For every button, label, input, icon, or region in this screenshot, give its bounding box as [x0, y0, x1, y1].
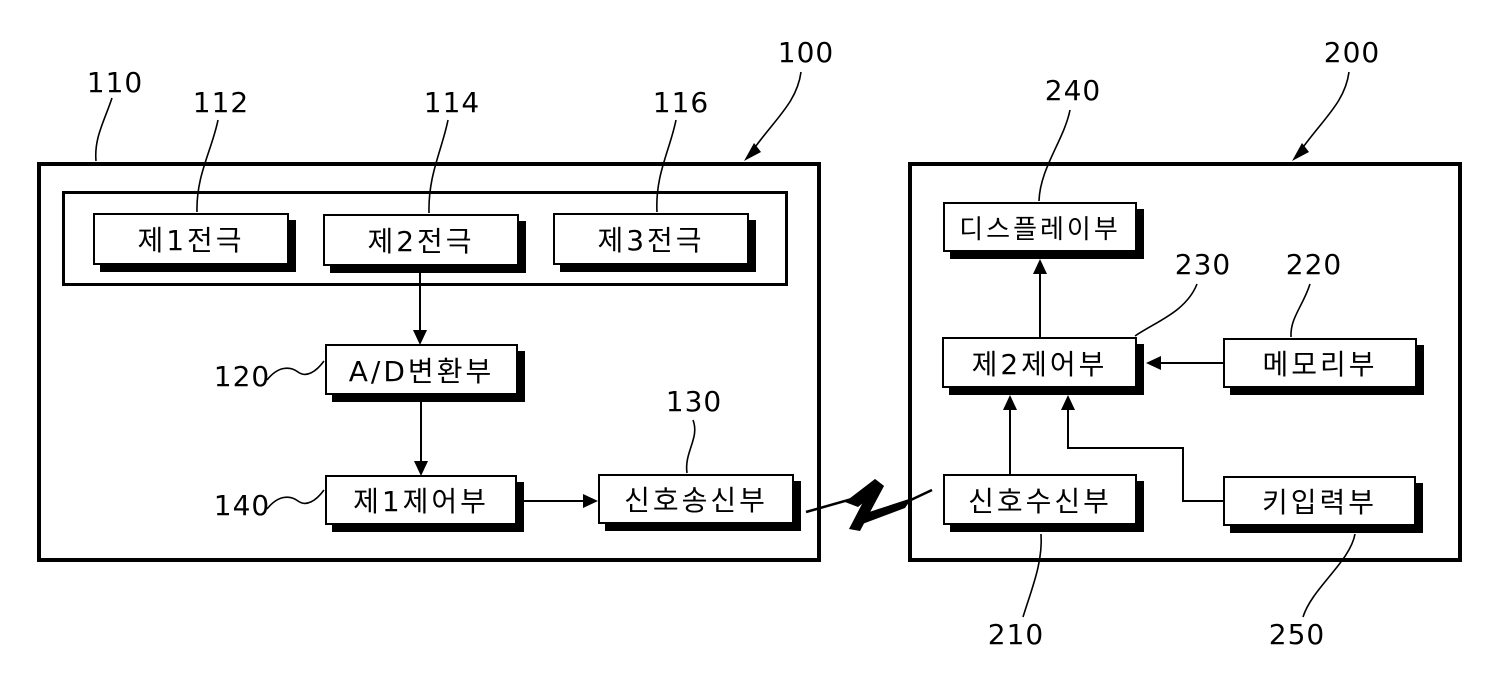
block-receiver-label: 신호수신부: [968, 484, 1112, 518]
ref-120: 120: [213, 360, 271, 393]
block-adc: A/D변환부: [325, 344, 518, 395]
block-controller1-label: 제1제어부: [353, 485, 489, 518]
block-electrode1-label: 제1전극: [137, 224, 245, 257]
device2-outline: [908, 162, 1462, 562]
ref-130: 130: [665, 385, 723, 418]
ref-110: 110: [86, 66, 144, 99]
ref-240: 240: [1044, 74, 1102, 107]
ref-100: 100: [777, 36, 835, 69]
block-keyinput: 키입력부: [1223, 476, 1416, 526]
ref-220: 220: [1285, 248, 1343, 281]
block-adc-label: A/D변환부: [348, 354, 495, 388]
ref-140: 140: [213, 489, 271, 522]
block-controller2: 제2제어부: [942, 337, 1137, 388]
block-keyinput-label: 키입력부: [1261, 486, 1378, 519]
block-controller2-label: 제2제어부: [971, 347, 1108, 381]
ref-116: 116: [652, 86, 710, 119]
block-memory: 메모리부: [1223, 338, 1417, 388]
electrode-group-outline: [62, 191, 788, 286]
block-electrode2: 제2전극: [323, 214, 519, 266]
block-display-label: 디스플레이부: [959, 214, 1121, 245]
block-display: 디스플레이부: [943, 202, 1137, 252]
block-memory-label: 메모리부: [1262, 348, 1378, 381]
ref-114: 114: [423, 86, 481, 119]
block-controller1: 제1제어부: [325, 475, 517, 525]
ref-250: 250: [1268, 618, 1326, 651]
block-receiver: 신호수신부: [943, 474, 1137, 525]
ref-210: 210: [987, 618, 1045, 651]
block-electrode3-label: 제3전극: [597, 224, 705, 257]
block-transmitter: 신호송신부: [598, 474, 794, 524]
block-electrode3: 제3전극: [553, 213, 749, 265]
ref-112: 112: [192, 86, 250, 119]
block-transmitter-label: 신호송신부: [624, 484, 768, 517]
ref-230: 230: [1174, 248, 1232, 281]
ref-200: 200: [1323, 36, 1381, 69]
block-electrode2-label: 제2전극: [367, 225, 475, 258]
block-electrode1: 제1전극: [93, 213, 289, 265]
